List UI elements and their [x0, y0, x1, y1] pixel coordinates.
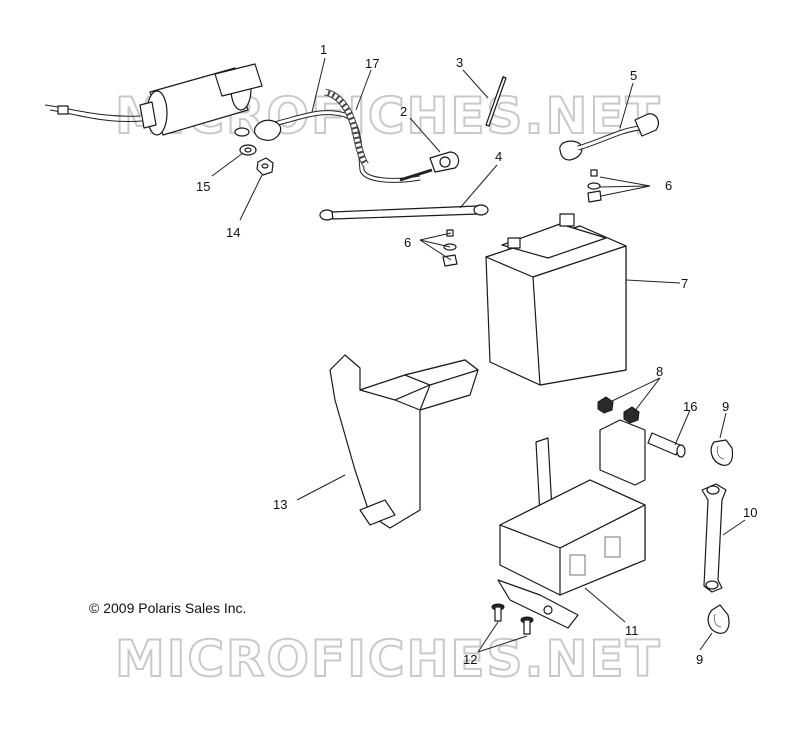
- callout-13: 13: [273, 497, 287, 512]
- callout-11: 11: [625, 623, 639, 638]
- bolts-12: [491, 603, 534, 635]
- battery-7: [485, 213, 627, 386]
- callout-16: 16: [683, 399, 697, 414]
- copyright-text: © 2009 Polaris Sales Inc.: [89, 600, 246, 616]
- watermark-bottom: MICROFICHES.NET: [115, 630, 662, 688]
- nut-14: [256, 157, 274, 176]
- callout-7: 7: [681, 276, 688, 291]
- hardware-6-right: [587, 169, 602, 203]
- callout-6-left: 6: [404, 235, 411, 250]
- callout-5: 5: [630, 68, 637, 83]
- callout-10: 10: [743, 505, 757, 520]
- callout-17: 17: [365, 56, 379, 71]
- strap-10: [701, 483, 727, 593]
- starter-motor: [44, 63, 263, 136]
- terminal-2: [399, 151, 460, 182]
- callout-9-bottom: 9: [696, 652, 703, 667]
- nuts-8: [597, 396, 640, 424]
- washer-15: [239, 144, 257, 156]
- callout-9-top: 9: [722, 399, 729, 414]
- hardware-6-left: [442, 229, 458, 267]
- callout-2: 2: [400, 104, 407, 119]
- callout-15: 15: [196, 179, 210, 194]
- callout-6-right: 6: [665, 178, 672, 193]
- clip-9-bottom: [707, 604, 730, 634]
- callout-14: 14: [226, 225, 240, 240]
- clip-9-top: [710, 439, 734, 466]
- cable-tie-3: [485, 75, 507, 127]
- battery-cable-5: [559, 113, 660, 161]
- main-cable: [234, 88, 421, 183]
- callout-4: 4: [495, 149, 502, 164]
- ground-strap-4: [319, 204, 489, 221]
- callout-1: 1: [320, 42, 327, 57]
- callout-labels: 1 17 3 5 2 4 6 15 14 6 7 8 16 9 13 10 11…: [196, 42, 757, 667]
- pin-16: [647, 432, 686, 458]
- leader-lines: [211, 57, 746, 653]
- callout-12: 12: [463, 652, 477, 667]
- battery-cover-13: [329, 354, 479, 529]
- callout-8: 8: [656, 364, 663, 379]
- callout-3: 3: [456, 55, 463, 70]
- battery-tray-11: [497, 419, 646, 629]
